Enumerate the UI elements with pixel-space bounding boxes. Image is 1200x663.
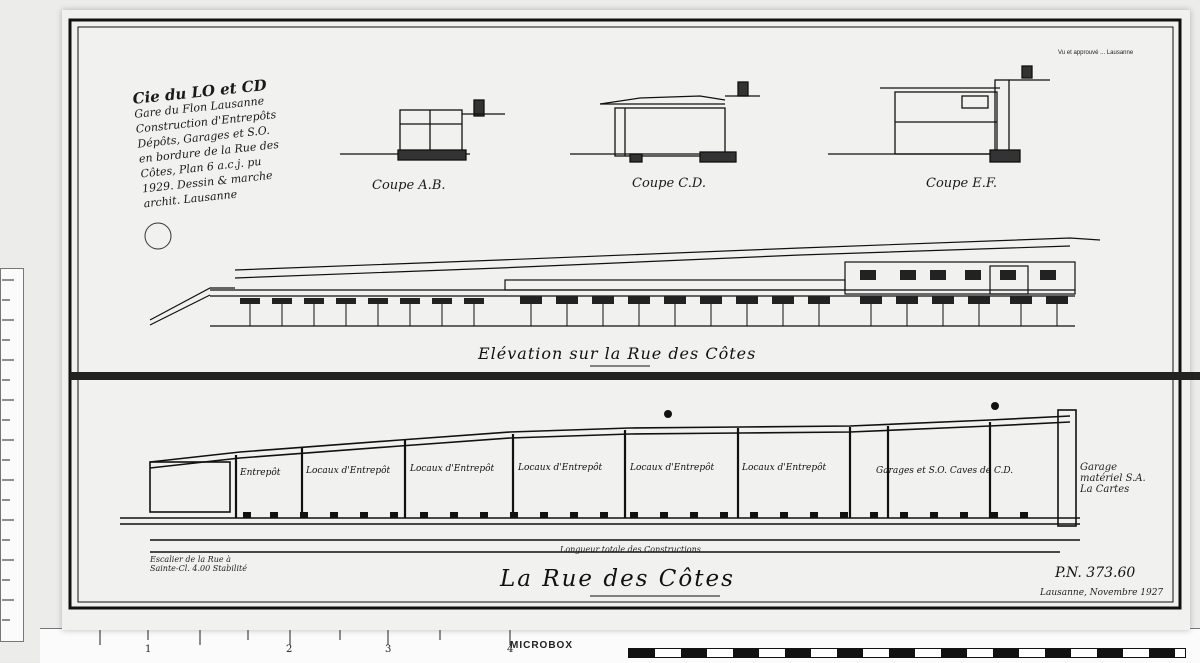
ruler-number: 2	[286, 644, 293, 655]
room-label: Garages et S.O. Caves de C.D.	[876, 466, 1014, 476]
elevation-title: Elévation sur la Rue des Côtes	[478, 344, 757, 363]
scale-bar	[628, 648, 1186, 658]
title-block: Cie du LO et CD Gare du Flon Lausanne Co…	[132, 73, 329, 212]
length-note: Longueur totale des Constructions	[560, 545, 701, 554]
side-note: Garage matériel S.A. La Cartes	[1080, 462, 1146, 495]
section-label-ab: Coupe A.B.	[372, 178, 446, 193]
stair-note: Escalier de la Rue à Sainte-Cl. 4.00 Sta…	[150, 555, 247, 573]
room-label: Locaux d'Entrepôt	[742, 463, 827, 473]
ruler-number: 4	[507, 644, 514, 655]
room-label: Locaux d'Entrepôt	[518, 463, 603, 473]
ruler-number: 1	[145, 644, 152, 655]
room-label: Entrepôt	[240, 468, 281, 478]
ruler-label: MICROBOX	[510, 640, 573, 651]
room-label: Locaux d'Entrepôt	[410, 464, 495, 474]
room-label: Locaux d'Entrepôt	[630, 463, 715, 473]
section-label-ef: Coupe E.F.	[926, 176, 998, 191]
room-label: Locaux d'Entrepôt	[306, 466, 391, 476]
ruler-number: 3	[385, 644, 392, 655]
approval-note: Vu et approuvé ... Lausanne	[1058, 50, 1134, 56]
place-date: Lausanne, Novembre 1927	[1040, 588, 1164, 598]
street-title: La Rue des Côtes	[500, 566, 735, 592]
section-label-cd: Coupe C.D.	[632, 176, 707, 191]
plan-number: P.N. 373.60	[1055, 565, 1136, 581]
